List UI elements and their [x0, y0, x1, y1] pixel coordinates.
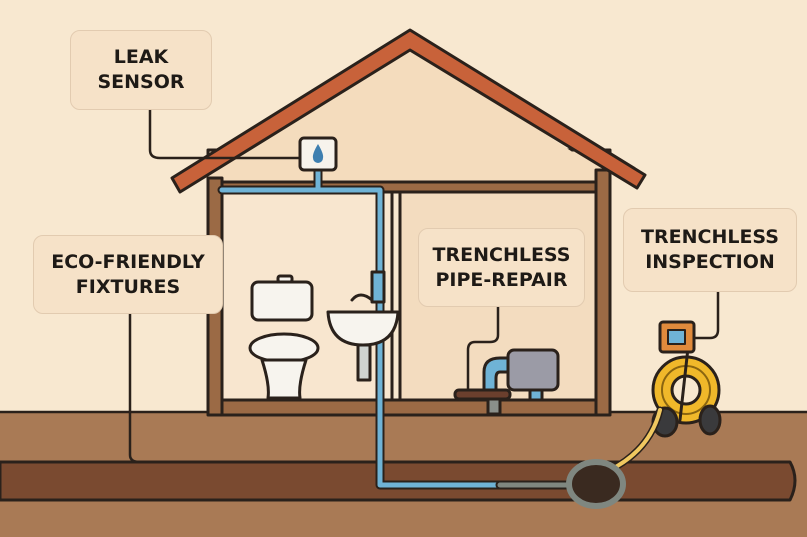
label-trenchless-inspection: TRENCHLESS INSPECTION — [623, 208, 797, 292]
leader-lines — [128, 106, 720, 464]
label-leak-sensor: LEAK SENSOR — [70, 30, 212, 110]
house-wall-right — [594, 168, 612, 417]
sink-icon — [326, 270, 400, 382]
label-line: TRENCHLESS — [641, 226, 779, 248]
label-line: LEAK — [113, 46, 169, 68]
pipe-opening — [566, 459, 626, 509]
label-eco-friendly-fixtures: ECO-FRIENDLY FIXTURES — [33, 235, 223, 314]
label-line: SENSOR — [97, 71, 185, 93]
label-line: ECO-FRIENDLY — [51, 250, 205, 273]
label-line: PIPE-REPAIR — [435, 268, 568, 291]
roof — [170, 28, 647, 194]
pipe-repair-unit — [453, 348, 560, 416]
water-drop-icon — [312, 144, 324, 163]
toilet-icon — [248, 274, 320, 400]
label-trenchless-pipe-repair: TRENCHLESS PIPE-REPAIR — [418, 228, 585, 307]
label-line: FIXTURES — [75, 275, 181, 298]
label-line: INSPECTION — [645, 251, 775, 273]
floor — [220, 398, 598, 417]
label-line: TRENCHLESS — [432, 243, 571, 266]
inspection-reel — [651, 320, 722, 438]
